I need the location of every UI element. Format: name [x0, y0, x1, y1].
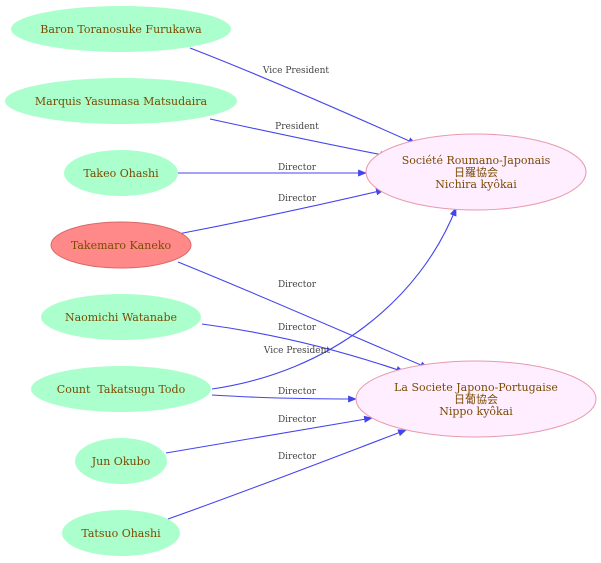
edge-tatsuo-nippo: Director	[167, 429, 407, 520]
edge-okubo-nippo: Director	[165, 415, 373, 454]
org-name-line: Société Roumano-Japonais	[402, 154, 551, 167]
node-okubo[interactable]: Jun Okubo	[75, 438, 167, 484]
edge-label: President	[275, 122, 319, 132]
node-nichira[interactable]: Société Roumano-Japonais 日羅協会 Nichira ky…	[365, 133, 587, 211]
edge-label: Director	[278, 280, 317, 290]
edge-label: Vice President	[263, 346, 331, 356]
node-label: Takemaro Kaneko	[71, 239, 172, 252]
org-kanji-line: 日葡協会	[454, 393, 498, 406]
node-label: Count Takatsugu Todo	[57, 383, 186, 396]
node-label: Baron Toranosuke Furukawa	[40, 23, 202, 36]
edge-kaneko-nippo: Director	[177, 261, 429, 369]
node-kaneko[interactable]: Takemaro Kaneko	[50, 221, 192, 269]
org-kanji-line: 日羅協会	[454, 166, 498, 179]
node-watanabe[interactable]: Naomichi Watanabe	[41, 294, 201, 340]
edge-label: Director	[278, 452, 317, 462]
edge-label: Director	[278, 415, 317, 425]
edge-todo-nichira: Vice President	[211, 207, 457, 390]
org-romaji-line: Nichira kyôkai	[435, 178, 517, 191]
node-label: Marquis Yasumasa Matsudaira	[35, 95, 208, 108]
node-furukawa[interactable]: Baron Toranosuke Furukawa	[11, 6, 231, 52]
node-todo[interactable]: Count Takatsugu Todo	[31, 366, 211, 412]
node-tatsuo[interactable]: Tatsuo Ohashi	[62, 510, 180, 556]
node-matsudaira[interactable]: Marquis Yasumasa Matsudaira	[5, 78, 237, 124]
node-nippo[interactable]: La Societe Japono-Portugaise 日葡協会 Nippo …	[355, 360, 597, 438]
node-takeo[interactable]: Takeo Ohashi	[64, 150, 178, 196]
edge-kaneko-nichira: Director	[177, 188, 385, 235]
org-romaji-line: Nippo kyôkai	[439, 405, 513, 418]
node-label: Tatsuo Ohashi	[81, 527, 161, 540]
org-name-line: La Societe Japono-Portugaise	[394, 381, 558, 394]
edge-takeo-nichira: Director	[178, 163, 367, 177]
edge-furukawa-nichira: Vice President	[189, 47, 417, 145]
edge-label: Director	[278, 194, 317, 204]
edge-label: Director	[278, 323, 317, 333]
edge-todo-nippo: Director	[211, 387, 357, 403]
edge-matsudaira-nichira: President	[209, 118, 389, 158]
edge-label: Director	[278, 163, 317, 173]
node-label: Takeo Ohashi	[83, 167, 159, 180]
edge-watanabe-nippo: Director	[201, 323, 405, 373]
node-label: Jun Okubo	[91, 455, 151, 468]
node-label: Naomichi Watanabe	[65, 311, 177, 324]
edge-label: Director	[278, 387, 317, 397]
edge-label: Vice President	[262, 66, 330, 76]
